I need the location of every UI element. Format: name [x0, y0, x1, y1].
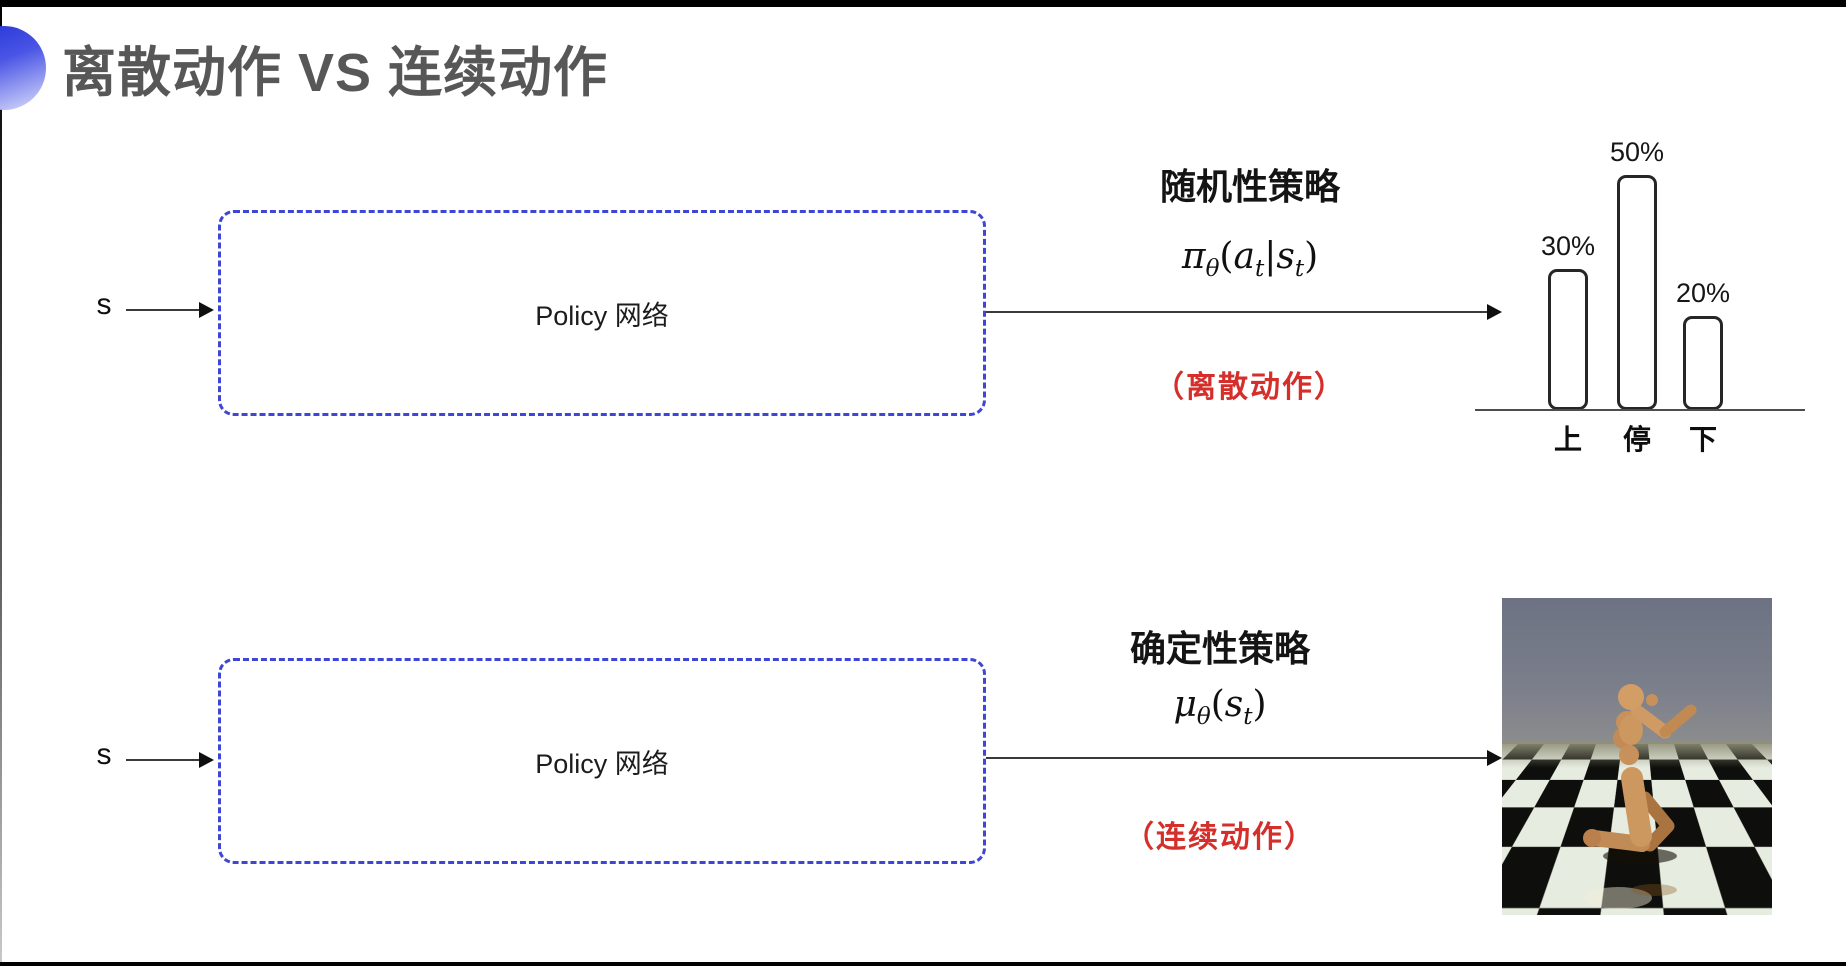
bar-group: 20% — [1676, 278, 1730, 410]
formula-mu: μ — [1173, 684, 1197, 725]
bar-chart-baseline — [1475, 409, 1805, 411]
bar-group: 50% — [1610, 137, 1664, 410]
bottom-action-note: （连续动作） — [1124, 821, 1316, 854]
arrow-shaft — [126, 759, 203, 761]
formula-pi: π — [1181, 236, 1206, 277]
bottom-output-arrow — [986, 750, 1502, 766]
top-action-note: （离散动作） — [1154, 371, 1346, 404]
window-bottom-edge — [0, 962, 1846, 966]
bar — [1617, 175, 1657, 410]
top-policy-title: 随机性策略 — [1159, 166, 1340, 207]
bottom-policy-network-label: Policy 网络 — [535, 748, 669, 779]
window-top-edge — [0, 0, 1846, 7]
bar-category-label: 上 — [1553, 424, 1582, 455]
bar-category-label: 停 — [1622, 424, 1651, 455]
formula-lparen: ( — [1210, 684, 1225, 725]
formula-a: a — [1233, 236, 1255, 277]
bar-chart: 30% 50% 20% 上 停 下 — [1475, 108, 1805, 456]
bottom-policy-formula: μθ(st) — [1030, 684, 1410, 729]
bar-category-label: 下 — [1688, 424, 1717, 455]
top-input-label: s — [96, 288, 112, 321]
page-title: 离散动作 VS 连续动作 — [62, 43, 609, 103]
formula-t-sub: t — [1254, 256, 1265, 283]
window-left-edge — [0, 0, 2, 966]
formula-pipe: | — [1264, 236, 1277, 277]
top-policy-network-label: Policy 网络 — [535, 300, 669, 331]
formula-t-sub: t — [1243, 704, 1253, 731]
bar — [1548, 269, 1588, 410]
arrow-head-icon — [1487, 750, 1502, 766]
formula-s: s — [1276, 236, 1295, 277]
formula-s: s — [1224, 684, 1244, 725]
top-input-arrow — [126, 302, 214, 318]
top-policy-formula: πθ(at|st) — [1060, 236, 1440, 281]
formula-theta-sub: θ — [1196, 704, 1211, 731]
bottom-input-arrow — [126, 752, 214, 768]
bar-value-label: 30% — [1540, 231, 1596, 261]
formula-rparen: ) — [1252, 684, 1267, 725]
formula-rparen: ) — [1304, 236, 1319, 277]
mujoco-humanoid-image — [1502, 598, 1772, 915]
arrow-shaft — [986, 757, 1491, 759]
arrow-shaft — [986, 311, 1491, 313]
bar-value-label: 50% — [1609, 137, 1665, 167]
bar-value-label: 20% — [1675, 278, 1731, 308]
formula-lparen: ( — [1219, 236, 1234, 277]
bottom-policy-network-box: Policy 网络 — [218, 658, 986, 864]
arrow-head-icon — [199, 302, 214, 318]
arrow-shaft — [126, 309, 203, 311]
formula-t-sub: t — [1294, 256, 1305, 283]
top-policy-network-box: Policy 网络 — [218, 210, 986, 416]
bottom-policy-title: 确定性策略 — [1129, 628, 1310, 669]
arrow-head-icon — [1487, 304, 1502, 320]
humanoid-figure — [1583, 684, 1697, 909]
bar-group: 30% — [1541, 231, 1595, 410]
formula-theta-sub: θ — [1205, 256, 1220, 283]
title-bullet-icon — [0, 26, 46, 110]
top-output-arrow — [986, 304, 1502, 320]
bar-chart-bars: 30% 50% 20% — [1475, 108, 1805, 410]
bar — [1683, 316, 1723, 410]
bar-chart-categories: 上停下 — [1475, 416, 1805, 456]
bottom-input-label: s — [96, 738, 112, 771]
arrow-head-icon — [199, 752, 214, 768]
